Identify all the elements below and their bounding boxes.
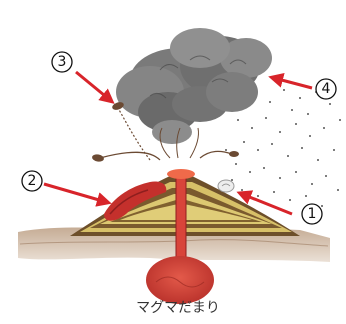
label-4: 4	[316, 79, 336, 99]
magma-conduit	[176, 176, 186, 258]
label-3: 3	[52, 52, 72, 72]
label-3-text: 3	[58, 54, 67, 70]
steam-puff	[218, 180, 234, 192]
label-1: 1	[302, 204, 322, 224]
label-2: 2	[22, 171, 42, 191]
caption-magma-chamber: マグマだまり	[136, 300, 220, 316]
crater	[167, 169, 195, 179]
label-4-text: 4	[322, 81, 331, 97]
magma-chamber	[146, 256, 214, 304]
label-1-text: 1	[308, 206, 317, 222]
label-2-text: 2	[28, 173, 37, 189]
